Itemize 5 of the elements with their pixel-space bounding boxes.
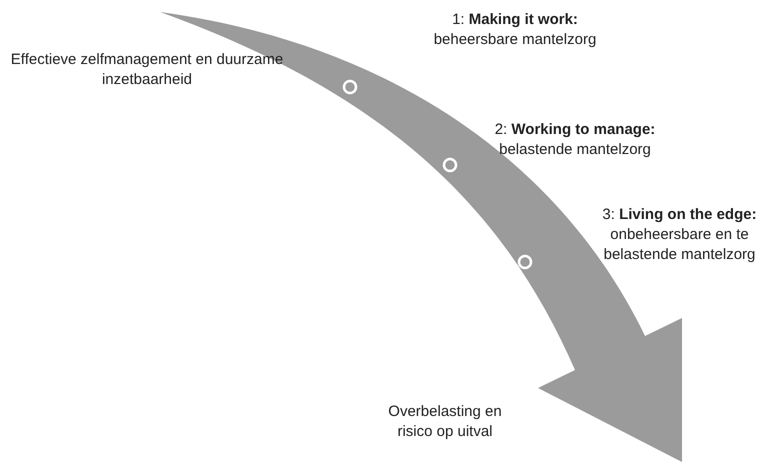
label-text: 3: Living on the edge: onbeheersbare en te belastende mantelzorg: [601, 205, 758, 265]
label-text: Overbelasting en risico op uitval: [387, 402, 503, 442]
label-text: 1: Making it work: beheersbare mantelzorg: [432, 10, 598, 50]
label-text: Effectieve zelfmanagement en duurzame inzetbaarheid: [10, 50, 284, 90]
label-text: 2: Working to manage: belastende mantelzorg: [494, 120, 656, 160]
